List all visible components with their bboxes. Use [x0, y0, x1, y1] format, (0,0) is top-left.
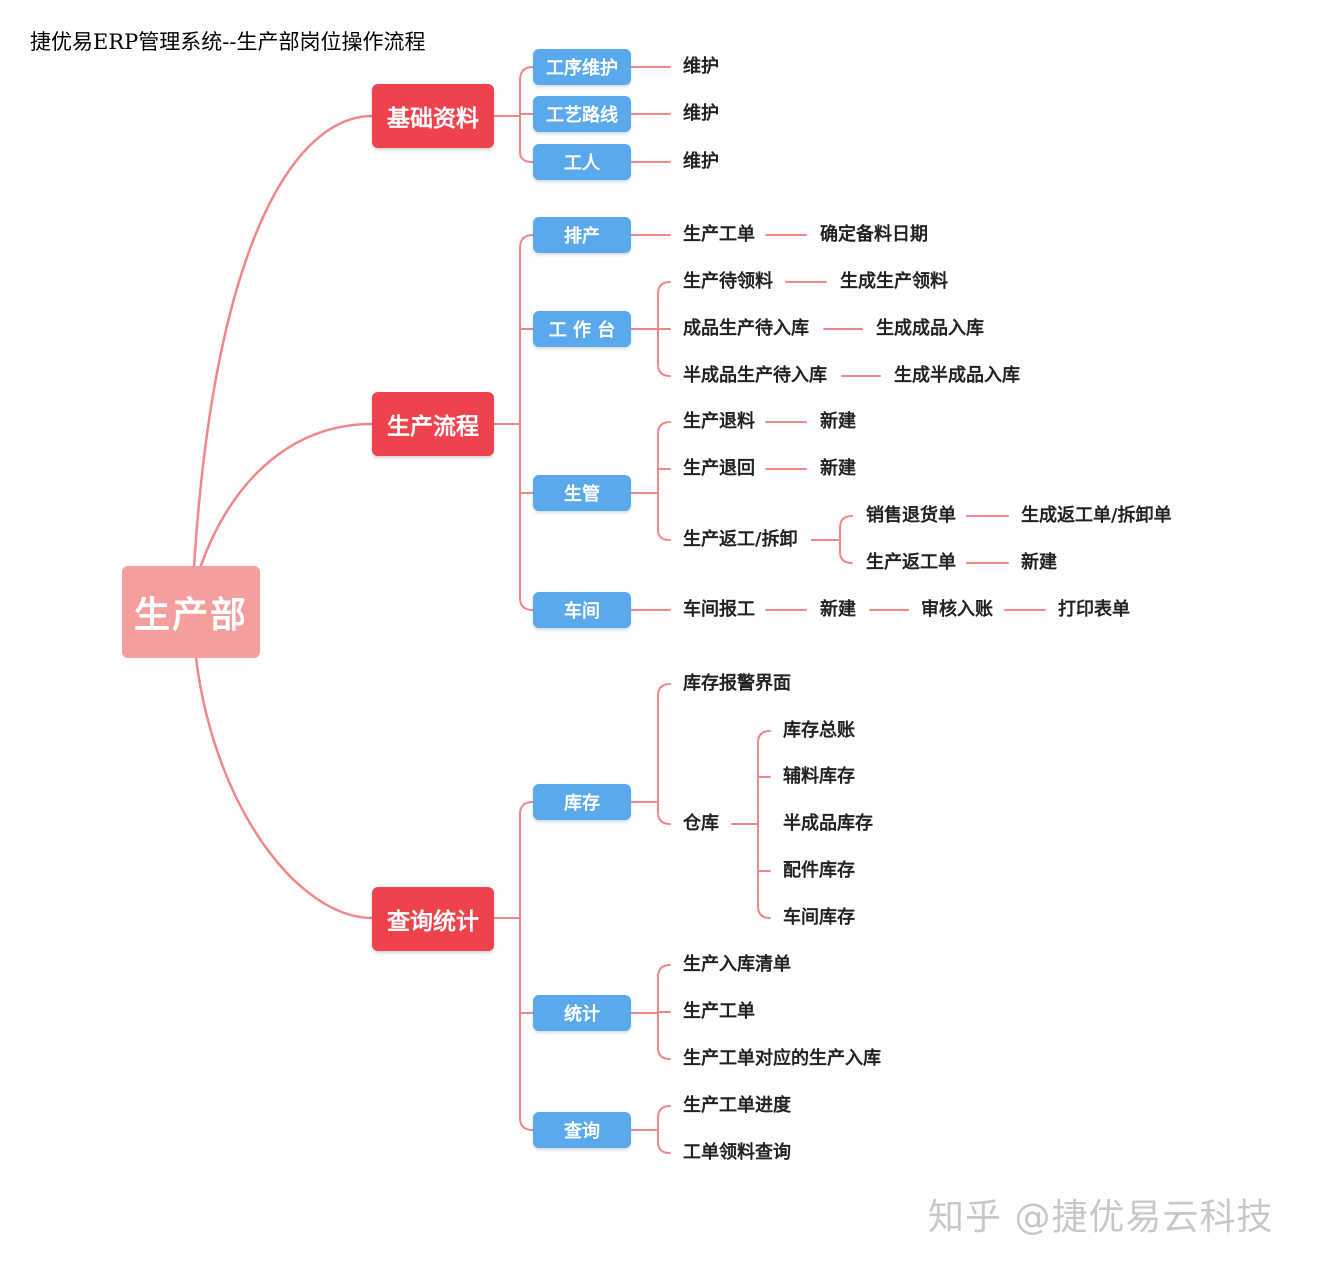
leaf-work-order: 生产工单: [683, 1001, 755, 1022]
leaf-inventory-ledger: 库存总账: [783, 720, 855, 741]
leaf-production-return: 生产退回: [683, 458, 755, 479]
leaf-semi-stock: 半成品库存: [783, 813, 873, 834]
leaf-order-progress: 生产工单进度: [683, 1095, 791, 1116]
leaf-new: 新建: [820, 599, 856, 620]
leaf-workshop-report: 车间报工: [683, 599, 755, 620]
leaf-rework-order: 生产返工单: [866, 552, 956, 573]
leaf-generate-rework-order: 生成返工单/拆卸单: [1021, 505, 1172, 526]
module-process-maintenance: 工序维护: [533, 49, 631, 85]
watermark: 知乎 @捷优易云科技: [928, 1197, 1274, 1238]
module-scheduling: 排产: [533, 217, 631, 253]
leaf-maintain: 维护: [683, 56, 719, 77]
leaf-sales-return-order: 销售退货单: [866, 505, 956, 526]
category-basic-data: 基础资料: [372, 84, 494, 148]
leaf-material-return: 生产退料: [683, 411, 755, 432]
leaf-stockin-list: 生产入库清单: [683, 954, 791, 975]
leaf-pending-material: 生产待领料: [683, 271, 773, 292]
module-query: 查询: [533, 1112, 631, 1148]
leaf-inventory-alert: 库存报警界面: [683, 673, 791, 694]
leaf-print-form: 打印表单: [1058, 599, 1130, 620]
leaf-order-stockin: 生产工单对应的生产入库: [683, 1048, 881, 1069]
leaf-semi-pending-stockin: 半成品生产待入库: [683, 365, 827, 386]
leaf-order-material-query: 工单领料查询: [683, 1142, 791, 1163]
leaf-work-order: 生产工单: [683, 224, 755, 245]
leaf-auxiliary-stock: 辅料库存: [783, 766, 855, 787]
leaf-new: 新建: [820, 458, 856, 479]
leaf-generate-semi-stockin: 生成半成品入库: [894, 365, 1020, 386]
module-process-route: 工艺路线: [533, 96, 631, 132]
leaf-parts-stock: 配件库存: [783, 860, 855, 881]
leaf-audit-posting: 审核入账: [921, 599, 993, 620]
module-statistics: 统计: [533, 995, 631, 1031]
module-inventory: 库存: [533, 784, 631, 820]
leaf-generate-finished-stockin: 生成成品入库: [876, 318, 984, 339]
module-production-control: 生管: [533, 475, 631, 511]
leaf-workshop-stock: 车间库存: [783, 907, 855, 928]
category-production-flow: 生产流程: [372, 392, 494, 456]
leaf-confirm-material-date: 确定备料日期: [820, 224, 928, 245]
leaf-rework-disassembly: 生产返工/拆卸: [683, 529, 798, 550]
page-title: 捷优易ERP管理系统--生产部岗位操作流程: [30, 30, 426, 54]
leaf-finished-pending-stockin: 成品生产待入库: [683, 318, 809, 339]
module-worker: 工人: [533, 144, 631, 180]
leaf-warehouse: 仓库: [683, 813, 719, 834]
root-node: 生产部: [122, 566, 260, 658]
category-query-stats: 查询统计: [372, 887, 494, 951]
leaf-generate-material-issue: 生成生产领料: [840, 271, 948, 292]
leaf-new: 新建: [1021, 552, 1057, 573]
leaf-new: 新建: [820, 411, 856, 432]
module-workshop: 车间: [533, 592, 631, 628]
leaf-maintain: 维护: [683, 151, 719, 172]
leaf-maintain: 维护: [683, 103, 719, 124]
module-workbench: 工 作 台: [533, 311, 631, 347]
